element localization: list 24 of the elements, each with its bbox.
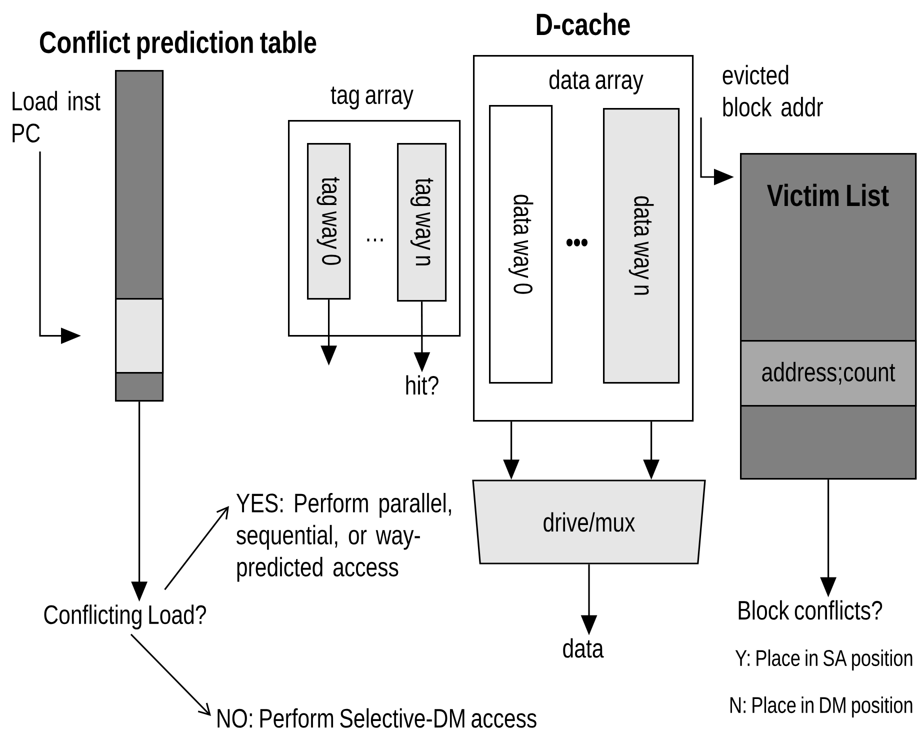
node-label: D-cache — [536, 12, 630, 36]
note-text: N: Place in DM position — [730, 696, 912, 718]
ellipsis: … — [367, 238, 383, 242]
question-text: Block conflicts? — [738, 600, 882, 620]
input-label: evicted block addr — [722, 64, 823, 116]
data-way-box: data way n — [603, 108, 680, 384]
ellipsis: ••• — [566, 238, 588, 246]
note-text: Y: Place in SA position — [735, 649, 912, 671]
output-label: hit? — [406, 375, 438, 395]
input-label: Load inst PC — [12, 90, 100, 142]
table-entry — [115, 298, 164, 374]
data-way-box: data way 0 — [489, 105, 553, 384]
tag-way-box: tag way 0 — [307, 143, 351, 300]
outcome-text: NO: Perform Selective-DM access — [218, 708, 536, 728]
tag-way-box: tag way n — [397, 143, 447, 302]
list-entry: address;count — [740, 340, 917, 407]
mux-trapezoid: drive/mux — [472, 480, 706, 564]
node-label: Conflict prediction table — [40, 30, 316, 60]
arrow — [130, 634, 212, 716]
outcome-text: YES: Perform parallel, sequential, or way-predicted access — [236, 492, 451, 582]
output-label: data — [563, 638, 604, 658]
question-text: Conflicting Load? — [44, 604, 206, 630]
arrow — [164, 506, 229, 590]
node-label: tag array — [330, 86, 414, 110]
